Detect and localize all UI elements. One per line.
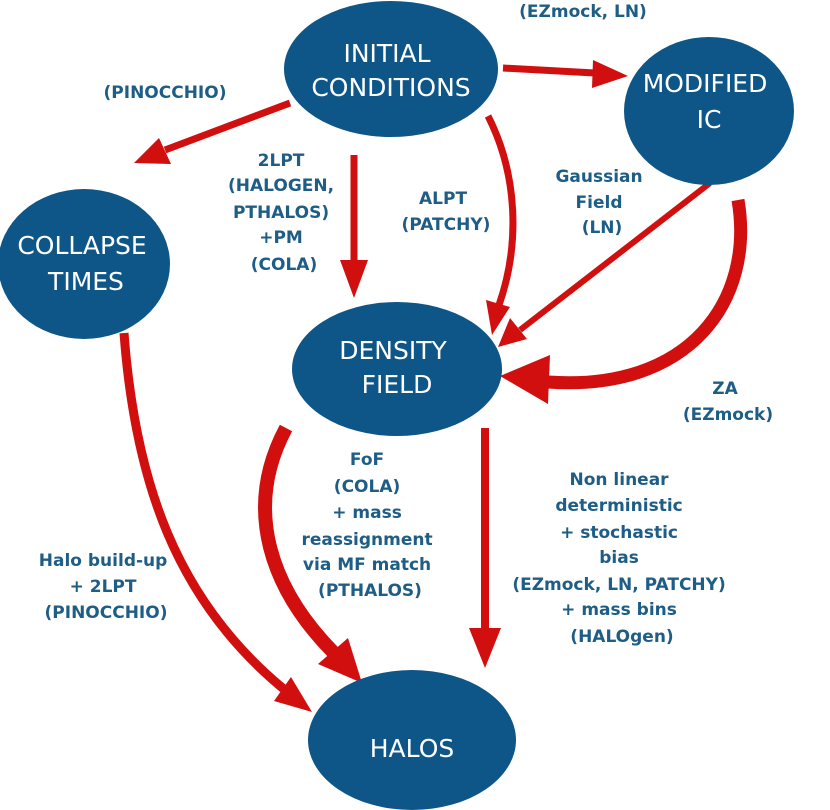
edge-label-2lpt: 2LPT (HALOGEN, PTHALOS) +PM (COLA) [228, 151, 340, 275]
node-modified-ic: MODIFIED IC [624, 37, 794, 185]
edge-label-line: Field [576, 193, 623, 213]
node-label-line: CONDITIONS [311, 73, 470, 102]
node-density-field: DENSITY FIELD [292, 302, 502, 436]
edge-label-line: (PINOCCHIO) [45, 603, 168, 623]
edge-label-line: reassignment [301, 530, 432, 550]
edge-label-line: + 2LPT [70, 577, 137, 597]
node-label-line: DENSITY [339, 336, 447, 365]
arrow-density-to-halos-fof [258, 424, 362, 683]
edge-label-gaussian: Gaussian Field (LN) [555, 167, 648, 238]
node-label-initial-conditions: INITIAL CONDITIONS [311, 39, 470, 102]
arrow-modified-ic-to-density-gaussian [498, 180, 712, 347]
arrow-density-to-halos-bias [469, 428, 501, 668]
edge-label-line: ZA [712, 379, 738, 399]
arrow-ic-to-density-2lpt [340, 155, 368, 298]
edge-label-line: (HALOGEN, [228, 176, 334, 196]
edge-label-line: bias [599, 548, 639, 568]
edge-label-line: deterministic [555, 496, 682, 516]
node-label-line: TIMES [47, 267, 124, 296]
edge-label-line: (PINOCCHIO) [104, 83, 227, 103]
node-label-density-field: DENSITY FIELD [339, 336, 455, 399]
edge-label-line: + stochastic [560, 523, 678, 543]
node-label-collapse-times: COLLAPSE TIMES [17, 231, 154, 296]
edge-label-line: (EZmock) [683, 405, 773, 425]
edge-label-pinocchio: (PINOCCHIO) [104, 83, 227, 103]
edge-label-fof: FoF (COLA) + mass reassignment via MF ma… [301, 450, 438, 601]
node-initial-conditions: INITIAL CONDITIONS [284, 1, 498, 137]
edge-label-line: via MF match [303, 555, 431, 575]
arrow-collapse-times-to-halos [119, 332, 312, 712]
node-label-line: HALOS [370, 734, 455, 763]
edge-label-line: (LN) [582, 218, 623, 238]
edge-label-alpt: ALPT (PATCHY) [402, 189, 491, 235]
node-halos: HALOS [308, 670, 516, 810]
node-label-line: FIELD [362, 370, 433, 399]
node-label-halos: HALOS [370, 734, 455, 763]
edge-label-line: (COLA) [334, 477, 400, 497]
edge-label-line: (PATCHY) [402, 215, 491, 235]
node-label-line: IC [697, 105, 722, 134]
edge-label-halo-buildup: Halo build-up + 2LPT (PINOCCHIO) [39, 551, 173, 623]
node-label-modified-ic: MODIFIED IC [643, 69, 776, 134]
node-label-line: MODIFIED [643, 69, 768, 98]
edge-label-line: + mass [332, 503, 402, 523]
arrow-ic-to-modified-ic [502, 60, 628, 88]
arrow-ic-to-density-alpt [484, 114, 517, 335]
edge-label-line: (HALOgen) [570, 627, 673, 647]
node-collapse-times: COLLAPSE TIMES [0, 189, 170, 339]
edge-label-line: (PTHALOS) [318, 581, 422, 601]
edge-label-line: Halo build-up [39, 551, 168, 571]
arrow-modified-ic-to-density-za [500, 198, 748, 404]
edge-label-za: ZA (EZmock) [683, 379, 773, 425]
edge-label-line: (EZmock, LN, PATCHY) [512, 575, 725, 595]
edge-label-line: (COLA) [251, 255, 317, 275]
node-label-line: COLLAPSE [17, 231, 146, 260]
edge-label-line: 2LPT [258, 151, 305, 171]
arrow-ic-to-collapse-times [134, 99, 292, 164]
edge-label-line: PTHALOS) [233, 203, 329, 223]
edge-label-ezmock-ln: (EZmock, LN) [519, 2, 647, 22]
edge-label-line: (EZmock, LN) [519, 2, 647, 22]
arrows [119, 60, 748, 712]
edge-label-line: FoF [350, 450, 384, 470]
node-label-line: INITIAL [343, 39, 430, 68]
edge-label-line: Non linear [570, 470, 670, 490]
edge-label-line: + mass bins [561, 600, 677, 620]
edge-label-nonlinear-bias: Non linear deterministic + stochastic bi… [512, 470, 731, 647]
edge-label-line: +PM [259, 228, 303, 248]
edge-label-line: ALPT [419, 189, 467, 209]
edge-label-line: Gaussian [555, 167, 642, 187]
